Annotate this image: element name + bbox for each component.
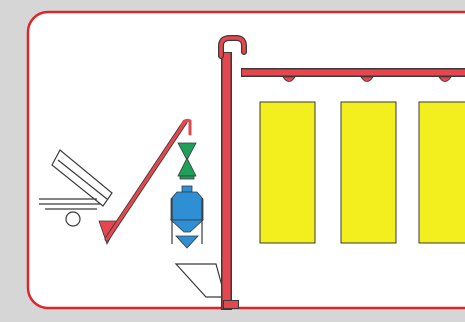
diagram-panel xyxy=(26,10,465,310)
trailer-inner-line xyxy=(57,159,108,200)
top-distribution-conveyor xyxy=(241,68,465,82)
distribution-outlet-2 xyxy=(360,76,374,82)
green-hopper-base xyxy=(179,175,195,180)
silo-body xyxy=(170,191,204,221)
silo-cone xyxy=(169,219,205,233)
green-hopper xyxy=(177,142,197,180)
wheel xyxy=(65,211,81,227)
elevator-column xyxy=(222,53,231,309)
bucket-elevator xyxy=(218,35,247,310)
storage-bin-2 xyxy=(340,101,397,244)
storage-bins xyxy=(259,101,465,244)
elevator-head xyxy=(219,36,246,58)
trailer-body xyxy=(51,149,113,207)
distribution-conveyor xyxy=(242,69,465,76)
conveyor-shaft xyxy=(105,120,187,241)
green-hopper-top xyxy=(177,142,197,161)
distribution-outlets xyxy=(282,76,452,82)
truck-tipper xyxy=(39,149,113,227)
distribution-outlet-1 xyxy=(282,76,296,82)
silo-cap xyxy=(181,185,193,193)
storage-bin-1 xyxy=(259,101,316,244)
inclined-screw-conveyor xyxy=(104,118,192,242)
distribution-outlet-3 xyxy=(438,76,452,82)
storage-bin-3 xyxy=(418,101,465,244)
blue-weighing-silo xyxy=(169,185,205,249)
silo-outlet xyxy=(175,235,199,249)
conveyor-head xyxy=(179,118,192,136)
elevator-boot xyxy=(224,301,238,308)
